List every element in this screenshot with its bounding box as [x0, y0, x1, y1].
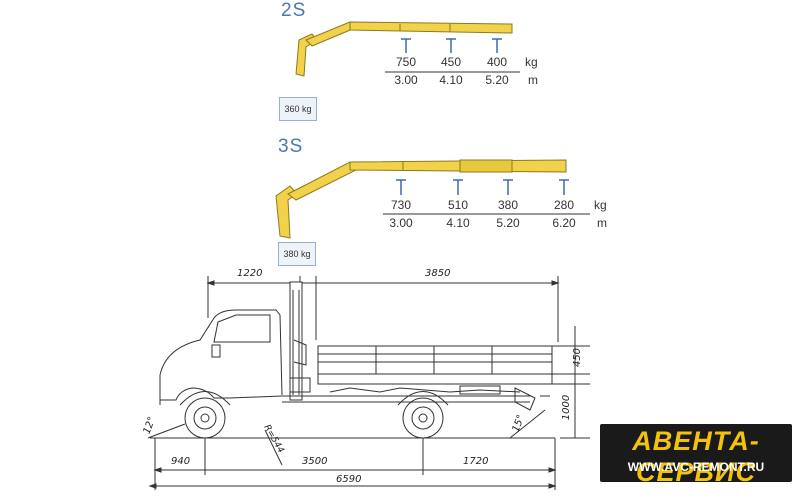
- crane-3s-label: 3S: [278, 136, 304, 157]
- crane-2s-reach-1: 3.00: [394, 73, 418, 87]
- crane-3s-capacity-badge: 380 kg: [278, 242, 316, 266]
- crane-2s-capacity-badge: 360 kg: [279, 97, 317, 121]
- crane-2s-load-markers: [401, 38, 502, 53]
- crane-3s-load-3: 380: [497, 198, 519, 212]
- crane-3s-load-2: 510: [447, 198, 469, 212]
- truck-drawing: [147, 276, 590, 490]
- dim-wheelbase: 3500: [302, 456, 328, 467]
- dim-front-overhang: 940: [171, 456, 191, 467]
- crane-2s-load-1: 750: [395, 55, 417, 69]
- crane-2s-load-3: 400: [486, 55, 508, 69]
- company-logo: АВЕНТА-СЕРВИС WWW.AVC-REMONT.RU: [600, 424, 792, 487]
- crane-3s-reach-unit: m: [597, 216, 607, 230]
- crane-3s-reach-1: 3.00: [389, 216, 413, 230]
- crane-2s-load-unit: kg: [525, 55, 538, 69]
- crane-2s-reach-3: 5.20: [485, 73, 509, 87]
- crane-2s-label: 2S: [281, 0, 307, 21]
- dim-side-height: 450: [572, 347, 584, 368]
- dim-total-length: 6590: [336, 474, 362, 485]
- crane-3s-reach-2: 4.10: [446, 216, 470, 230]
- crane-3s-reach-4: 6.20: [552, 216, 576, 230]
- crane-3s-reach-3: 5.20: [496, 216, 520, 230]
- crane-3s-load-markers: [396, 179, 569, 195]
- logo-url: WWW.AVC-REMONT.RU: [627, 460, 765, 474]
- dim-body-length: 3850: [425, 268, 451, 279]
- dim-cab-length: 1220: [237, 268, 263, 279]
- crane-2s-reach-2: 4.10: [439, 73, 463, 87]
- crane-3s-load-1: 730: [390, 198, 412, 212]
- crane-2s-boom: [295, 21, 513, 77]
- crane-3s-load-unit: kg: [594, 198, 607, 212]
- dim-rear-overhang: 1720: [463, 456, 489, 467]
- crane-2s-reach-unit: m: [528, 73, 538, 87]
- crane-3s-boom: [275, 159, 567, 239]
- dim-floor-height: 1000: [561, 394, 573, 421]
- crane-3s-load-4: 280: [553, 198, 575, 212]
- logo-title: АВЕНТА-СЕРВИС: [632, 426, 760, 487]
- crane-2s-load-2: 450: [440, 55, 462, 69]
